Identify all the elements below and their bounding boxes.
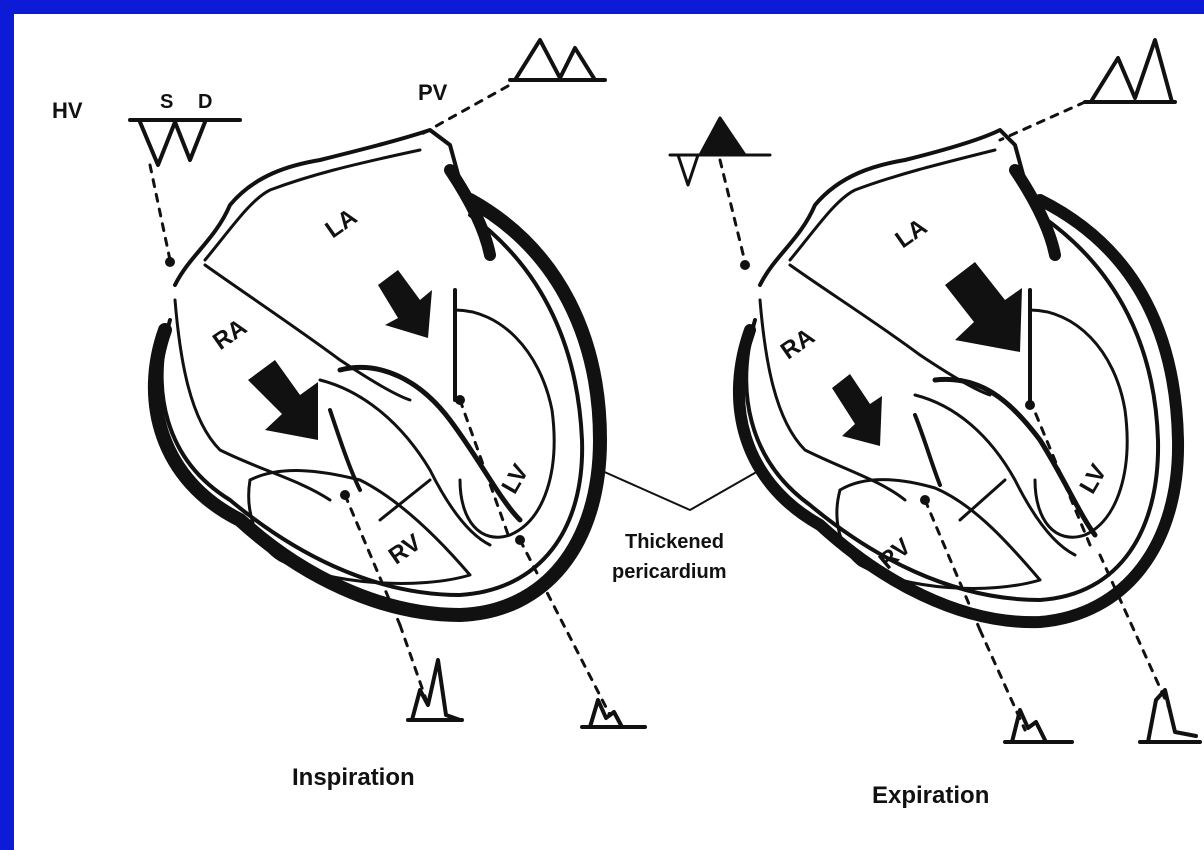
la-label-inspiration: LA xyxy=(320,203,362,243)
septum-inner-left xyxy=(320,380,490,545)
arrow-ra-expiration xyxy=(832,374,882,446)
pericardium-label-line1: Thickened xyxy=(625,531,724,553)
septum-left xyxy=(340,367,520,520)
mitral-doppler-expiration xyxy=(1140,690,1200,742)
atria-top-left xyxy=(175,130,465,285)
pericardium-outer-right xyxy=(739,200,1178,622)
expiration-caption: Expiration xyxy=(872,782,989,809)
inspiration-caption: Inspiration xyxy=(292,764,415,791)
pv-doppler-trace-expiration xyxy=(1085,40,1175,102)
heart-wall-right xyxy=(746,215,1158,600)
rv-outflow-left xyxy=(380,480,430,520)
arrow-ra-inspiration xyxy=(248,360,318,440)
pericardium-pointer-line xyxy=(600,470,760,510)
atria-top-inner-left xyxy=(205,150,420,260)
pericardium-label-line2: pericardium xyxy=(612,561,726,583)
tricuspid-leaflet-right xyxy=(915,415,940,485)
hv-label: HV xyxy=(52,98,83,123)
septum-right xyxy=(935,379,1095,535)
ra-label-expiration: RA xyxy=(776,323,820,365)
atria-top-inner-right xyxy=(790,150,995,260)
rv-label-inspiration: RV xyxy=(384,529,426,570)
la-label-expiration: LA xyxy=(890,213,932,253)
mitral-doppler-inspiration xyxy=(582,700,645,727)
arrow-la-expiration xyxy=(945,262,1022,352)
d-label: D xyxy=(198,91,212,113)
lv-cavity-right xyxy=(1030,310,1127,537)
pv-wall-right xyxy=(1015,170,1055,255)
heart-inspiration xyxy=(155,130,600,615)
flow-arrows xyxy=(248,262,1022,446)
lv-label-inspiration: LV xyxy=(496,460,534,499)
lv-label-expiration: LV xyxy=(1074,460,1112,499)
hv-doppler-trace xyxy=(130,120,240,165)
s-label: S xyxy=(160,91,173,113)
pv-doppler-trace-inspiration xyxy=(510,40,605,80)
rv-outflow-right xyxy=(960,480,1005,520)
heart-expiration xyxy=(739,130,1178,622)
hv-doppler-trace-expiration xyxy=(670,118,770,185)
atria-top-right xyxy=(760,130,1030,285)
arrow-la-inspiration xyxy=(378,270,432,338)
pv-label: PV xyxy=(418,80,448,105)
ra-label-inspiration: RA xyxy=(208,314,252,356)
tricuspid-doppler-expiration xyxy=(1005,710,1072,742)
